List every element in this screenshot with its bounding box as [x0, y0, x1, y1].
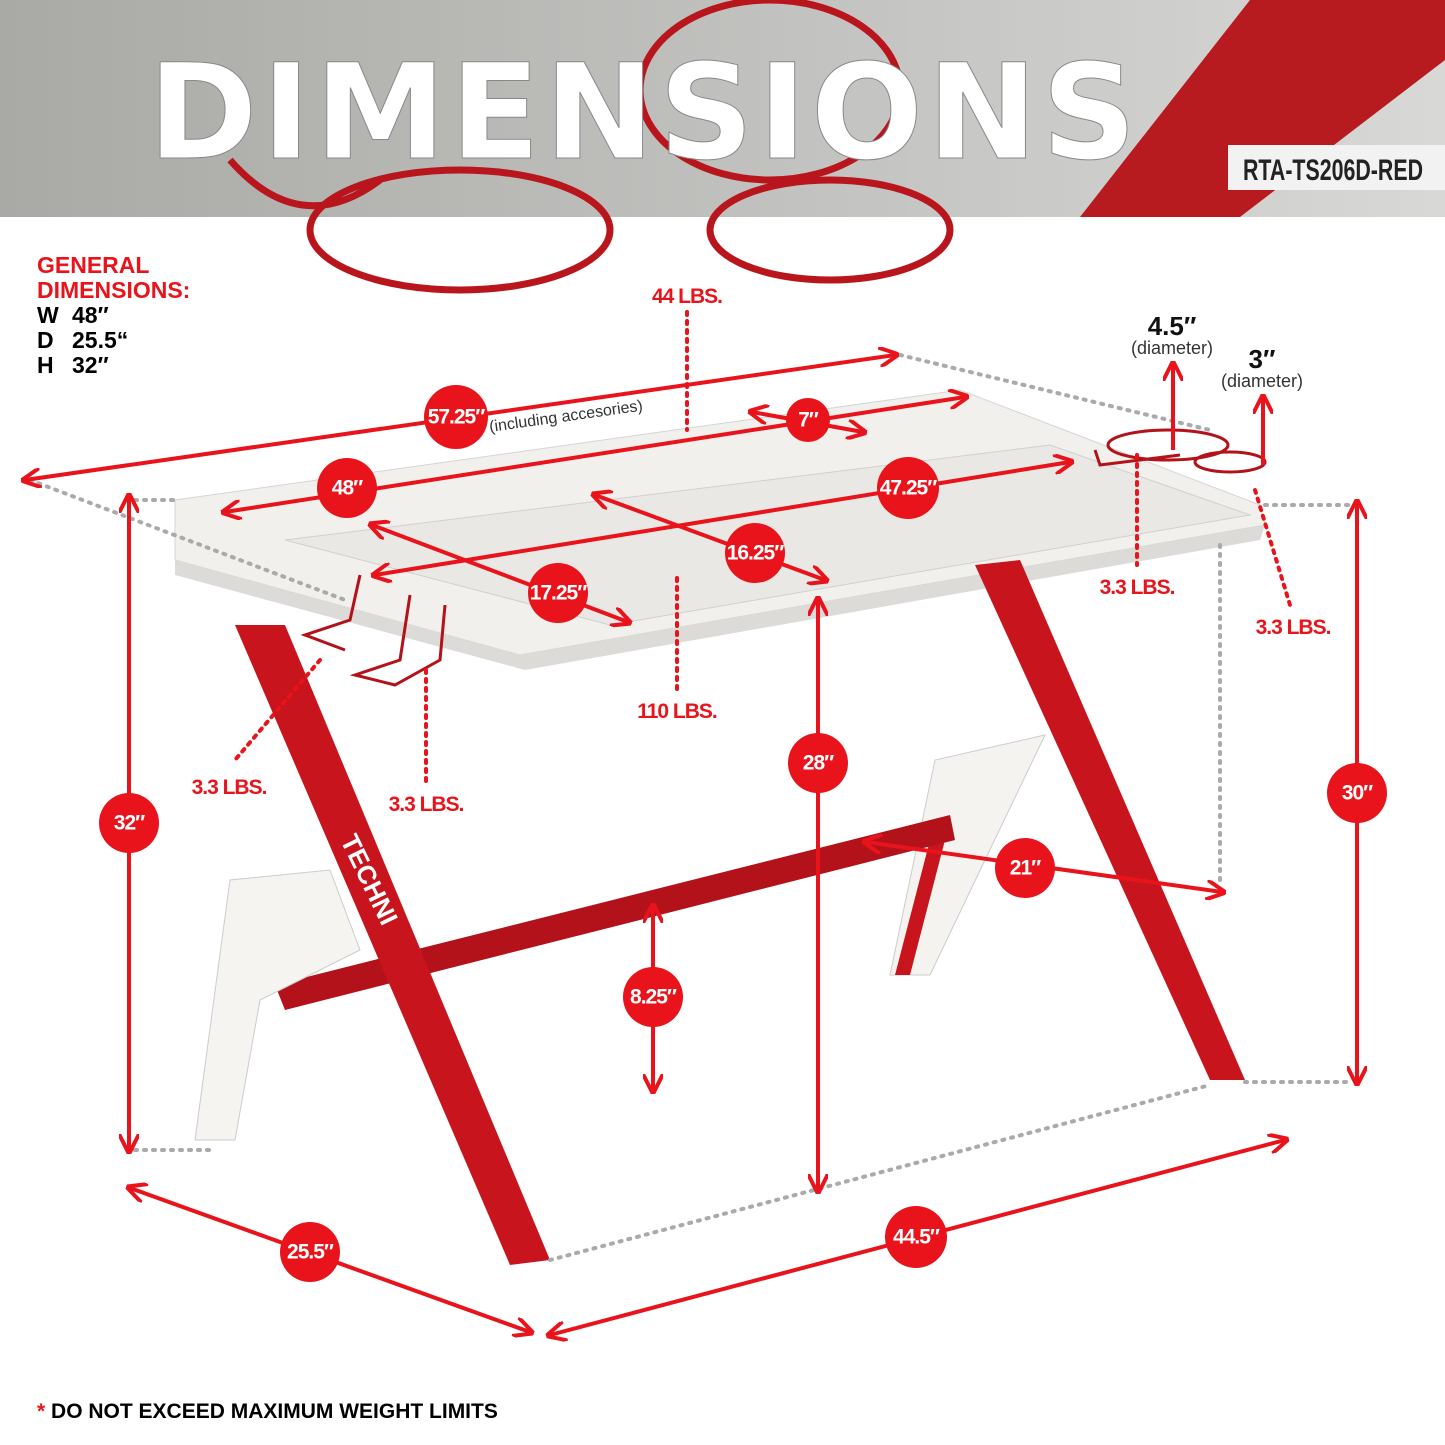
- weight-warning: * DO NOT EXCEED MAXIMUM WEIGHT LIMITS: [37, 1400, 498, 1424]
- cup-holders: [1093, 428, 1267, 474]
- weight-cup-large: 3.3 LBS.: [1100, 576, 1175, 599]
- svg-text:8.25″: 8.25″: [630, 986, 677, 1009]
- badge-inner-width: 47.25″: [877, 457, 939, 519]
- page-title: DIMENSIONS: [148, 36, 1141, 190]
- general-title-1: GENERAL: [37, 252, 150, 278]
- header-banner: DIMENSIONS RTA-TS206D-RED: [0, 0, 1445, 294]
- cup-small-size: 3″: [1249, 344, 1276, 374]
- model-number: RTA-TS206D-RED: [1243, 154, 1423, 187]
- dimension-arrows: [25, 310, 1357, 1335]
- badge-bar-clearance: 8.25″: [623, 967, 683, 1027]
- badge-base-width: 44.5″: [885, 1206, 947, 1268]
- desk-illustration: TECHNI: [174, 389, 1267, 1265]
- weight-cup-small: 3.3 LBS.: [1256, 616, 1331, 639]
- badge-leg-span: 21″: [995, 838, 1055, 898]
- svg-text:57.25″: 57.25″: [428, 406, 486, 429]
- badge-depth-left: 17.25″: [528, 563, 588, 623]
- svg-text:25.5″: 25.5″: [287, 1241, 334, 1264]
- badge-height-left: 32″: [99, 793, 159, 853]
- weight-hook-right: 3.3 LBS.: [389, 793, 464, 816]
- badge-overall: 57.25″: [424, 385, 488, 449]
- badge-shelf-depth: 7″: [786, 398, 830, 442]
- badge-knee-height: 28″: [788, 733, 848, 793]
- cup-large-size: 4.5″: [1148, 311, 1197, 341]
- general-title-2: DIMENSIONS:: [37, 277, 191, 303]
- cup-large-label: (diameter): [1131, 338, 1213, 358]
- svg-text:17.25″: 17.25″: [530, 582, 588, 605]
- warning-text: DO NOT EXCEED MAXIMUM WEIGHT LIMITS: [51, 1400, 498, 1423]
- weight-hook-left: 3.3 LBS.: [192, 776, 267, 799]
- svg-text:28″: 28″: [803, 752, 834, 775]
- svg-text:7″: 7″: [798, 409, 819, 432]
- svg-text:48″: 48″: [332, 477, 363, 500]
- badge-width: 48″: [317, 458, 377, 518]
- badge-depth-right: 16.25″: [725, 523, 785, 583]
- svg-text:47.25″: 47.25″: [880, 477, 938, 500]
- weight-shelf: 44 LBS.: [652, 285, 722, 308]
- model-tag: [1228, 145, 1445, 190]
- svg-text:16.25″: 16.25″: [727, 542, 785, 565]
- svg-text:44.5″: 44.5″: [893, 1226, 940, 1249]
- asterisk: *: [37, 1400, 46, 1423]
- cup-holder-photo: [227, 0, 954, 294]
- svg-text:32″: 32″: [114, 812, 145, 835]
- svg-text:21″: 21″: [1010, 857, 1041, 880]
- svg-text:30″: 30″: [1342, 782, 1373, 805]
- badge-height-right: 30″: [1327, 763, 1387, 823]
- badge-base-depth: 25.5″: [280, 1222, 340, 1282]
- cup-small-label: (diameter): [1221, 371, 1303, 391]
- weight-desktop: 110 LBS.: [637, 700, 717, 723]
- headphone-hooks: [300, 574, 447, 687]
